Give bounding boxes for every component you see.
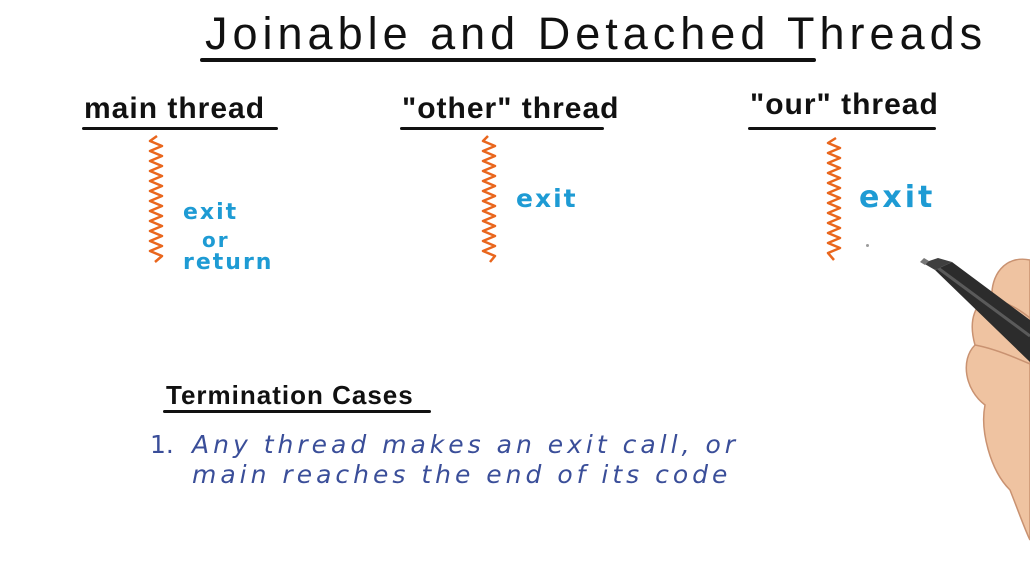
pen-mark bbox=[866, 244, 869, 247]
thread-lifeline-other bbox=[481, 135, 497, 263]
thread-label-underline-other bbox=[400, 127, 604, 130]
termination-heading: Termination Cases bbox=[166, 380, 414, 410]
thread-label-other: "other" thread bbox=[402, 92, 620, 125]
thread-label-our: "our" thread bbox=[750, 88, 939, 121]
event-other-exit: exit bbox=[516, 184, 578, 213]
thread-lifeline-our bbox=[826, 136, 842, 261]
event-our-exit: exit bbox=[859, 180, 936, 215]
thread-label-underline-main bbox=[82, 127, 278, 130]
thread-lifeline-main bbox=[148, 134, 164, 263]
case-text-line-1: Any thread makes an exit call, or bbox=[192, 430, 740, 459]
thread-label-underline-our bbox=[748, 127, 936, 130]
event-main-return: return bbox=[183, 250, 274, 275]
event-main-exit: exit bbox=[183, 200, 239, 225]
case-number: 1. bbox=[150, 430, 174, 459]
thread-label-main: main thread bbox=[84, 92, 266, 125]
marker-pen-icon bbox=[920, 258, 1030, 541]
title-underline bbox=[200, 58, 816, 62]
diagram-title: Joinable and Detached Threads bbox=[205, 8, 988, 59]
termination-heading-underline bbox=[163, 410, 431, 413]
event-main-or: or bbox=[202, 228, 230, 252]
case-text-line-2: main reaches the end of its code bbox=[192, 460, 732, 489]
